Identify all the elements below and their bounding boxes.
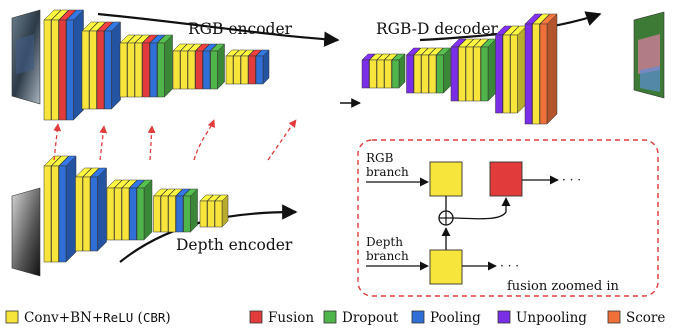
fusion-zoom-box: RGB branch · · · Depth branch · · · fusi… xyxy=(357,139,659,297)
legend-item-dropout: Dropout xyxy=(323,310,399,326)
sum-to-fusion-arrow xyxy=(452,197,511,220)
legend-label-unpooling: Unpooling xyxy=(516,310,587,326)
ellipsis-top: · · · xyxy=(562,173,581,187)
decoder-block5-layer3-score xyxy=(539,13,558,125)
depth-input-image xyxy=(11,187,41,277)
legend-swatch-pooling xyxy=(411,310,425,324)
ellipsis-bottom: · · · xyxy=(500,259,519,273)
depth-branch-label-line2: branch xyxy=(366,249,409,263)
legend-swatch-unpooling xyxy=(497,310,511,324)
decoder-block1-layer5-dropout xyxy=(391,53,406,89)
fusion-connection-1 xyxy=(53,123,62,161)
legend-item-score: Score xyxy=(607,310,665,326)
rgb-encoder-block1-layer4-pooling xyxy=(65,9,85,121)
zoom-caption: fusion zoomed in xyxy=(507,279,619,294)
segmentation-output-image xyxy=(633,11,665,99)
legend-label-dropout: Dropout xyxy=(342,310,399,326)
layer-stacks xyxy=(43,9,558,263)
rgbd-decoder-label: RGB-D decoder xyxy=(376,20,499,38)
legend-swatch-fusion xyxy=(249,310,263,324)
fusion-connections xyxy=(53,119,297,161)
rgb-encoder-arrow xyxy=(97,12,340,47)
depth-encoder-block2-layer3-pooling xyxy=(89,167,108,252)
fusion-connection-2 xyxy=(99,125,108,161)
depth-encoder-label: Depth encoder xyxy=(176,236,293,254)
decoder-block3-layer5-dropout xyxy=(480,38,497,102)
rgb-encoder-block5-layer5-pooling xyxy=(255,49,270,85)
zoom-box-border xyxy=(357,139,659,297)
legend-label-cbr: Conv+BN+ReLU (CBR) xyxy=(24,310,171,326)
legend-label-fusion: Fusion xyxy=(268,310,314,326)
legend-item-pooling: Pooling xyxy=(411,310,481,326)
decoder-block2-layer5-dropout xyxy=(435,47,452,94)
zoom-cbr-block-rgb xyxy=(429,161,463,197)
rgb-input-image xyxy=(11,9,41,105)
rgb-encoder-block3-layer6-dropout xyxy=(156,34,174,98)
fusion-connection-5 xyxy=(267,119,297,161)
zoom-cbr-block-depth xyxy=(429,249,463,285)
legend-swatch-cbr xyxy=(5,310,19,324)
legend-swatch-dropout xyxy=(323,310,337,324)
legend-label-score: Score xyxy=(626,310,665,326)
legend-item-cbr: Conv+BN+ReLU (CBR) xyxy=(5,310,171,326)
legend-swatch-score xyxy=(607,310,621,324)
depth-encoder-block3-layer5-dropout xyxy=(136,179,153,241)
legend-item-fusion: Fusion xyxy=(249,310,314,326)
rgb-branch-label-line2: branch xyxy=(366,165,409,179)
fusion-connection-3 xyxy=(147,125,156,161)
legend-label-pooling: Pooling xyxy=(430,310,481,326)
depth-branch-label-line1: Depth xyxy=(366,235,403,249)
depth-encoder-block5-layer3-cbr xyxy=(214,194,229,228)
legend: Conv+BN+ReLU (CBR) Fusion Dropout Poolin… xyxy=(5,310,665,326)
decoder-block4-layer3-cbr xyxy=(509,25,528,114)
legend-item-unpooling: Unpooling xyxy=(497,310,587,326)
rgb-encoder-block4-layer6-dropout xyxy=(209,43,226,90)
rgb-encoder-block2-layer4-pooling xyxy=(103,21,122,110)
rgb-encoder-label: RGB encoder xyxy=(188,20,293,38)
zoom-fusion-block xyxy=(489,161,523,197)
fusion-connection-4 xyxy=(193,119,216,161)
depth-encoder-block4-layer5-dropout xyxy=(182,188,199,233)
rgb-branch-label-line1: RGB xyxy=(366,151,394,165)
depth-encoder-block1-layer3-pooling xyxy=(58,155,77,263)
